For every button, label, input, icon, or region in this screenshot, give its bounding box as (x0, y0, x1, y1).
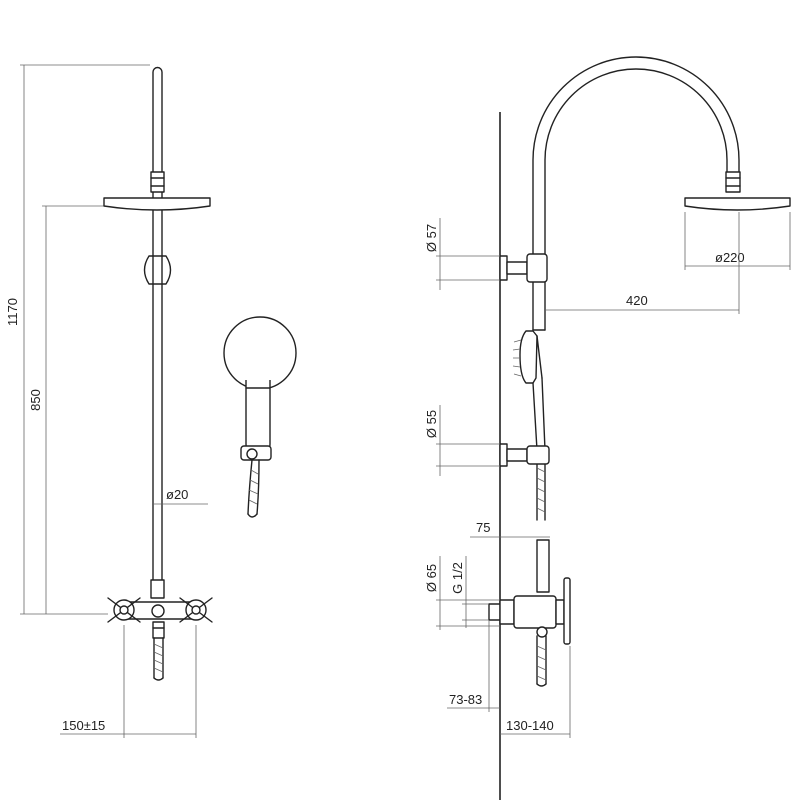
shower-arm (532, 56, 741, 331)
label-inlet-depth: 73-83 (449, 692, 482, 707)
slide-holder-front (143, 255, 172, 285)
label-pipe-diameter: ø20 (166, 487, 188, 502)
dimension-mixer-to-head: 850 (28, 205, 104, 614)
hand-shower-front (223, 316, 297, 518)
dimension-head-diameter: ø220 (684, 212, 791, 270)
side-view: ø220 420 Ø 57 (424, 56, 791, 800)
left-handle-front (107, 597, 141, 623)
label-head-diameter: ø220 (715, 250, 745, 265)
right-handle-front (179, 597, 213, 623)
dimension-mixer-offset: 75 (470, 520, 550, 538)
upper-bracket-side (499, 253, 548, 283)
head-shower-front (103, 197, 211, 211)
riser-pipe (150, 66, 165, 591)
head-shower-side (684, 197, 791, 211)
dimension-thread: G 1/2 (450, 556, 489, 628)
dimension-arm-projection: 420 (545, 212, 740, 314)
dimension-handle-projection: 130-140 (500, 646, 571, 738)
label-thread: G 1/2 (450, 562, 465, 594)
mixer-front (107, 579, 213, 681)
middle-bracket-side (499, 443, 550, 467)
hand-shower-side (512, 330, 546, 521)
front-view: 1170 850 ø20 (5, 64, 297, 738)
dimension-inlet-spacing: 150±15 (60, 625, 197, 738)
dimension-total-height: 1170 (5, 64, 150, 615)
dimension-middle-flange: Ø 55 (424, 405, 500, 476)
label-total-height: 1170 (5, 298, 20, 326)
label-mixer-offset: 75 (476, 520, 490, 535)
dimension-pipe-diameter: ø20 (153, 487, 208, 505)
label-handle-projection: 130-140 (506, 718, 554, 733)
label-inlet-spacing: 150±15 (62, 718, 105, 733)
mixer-side (488, 539, 571, 687)
label-mixer-to-head: 850 (28, 389, 43, 411)
label-middle-flange: Ø 55 (424, 410, 439, 438)
label-lower-flange: Ø 65 (424, 564, 439, 592)
label-upper-flange: Ø 57 (424, 224, 439, 252)
dimension-inlet-depth: 73-83 (447, 620, 500, 712)
label-arm-projection: 420 (626, 293, 648, 308)
dimension-upper-flange: Ø 57 (424, 218, 500, 290)
